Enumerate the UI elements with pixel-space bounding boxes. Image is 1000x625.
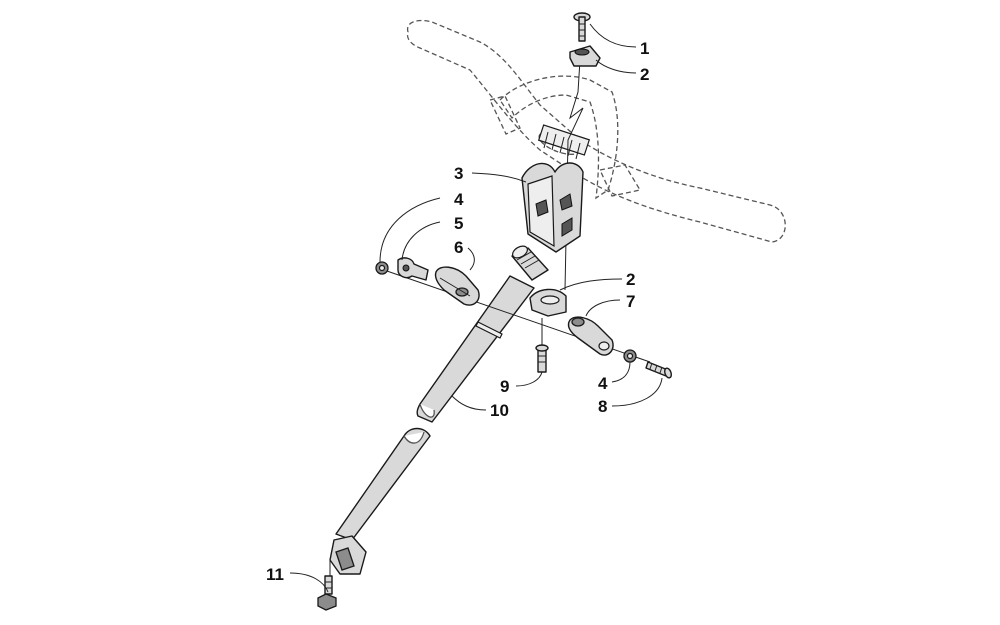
part-10-steering-post [329,245,549,575]
leader-8 [611,377,663,407]
part-5-link [397,257,429,281]
part-8-bolt [645,361,672,379]
callout-6: 6 [454,238,463,257]
callout-5: 5 [454,214,463,233]
leader-6 [467,247,475,271]
leader-10 [451,395,487,411]
callout-9: 9 [500,377,509,396]
callout-8: 8 [598,397,607,416]
part-4-nut-right [623,349,637,363]
callout-7: 7 [626,292,635,311]
part-3-bar-mount [521,162,584,253]
callout-3: 3 [454,164,463,183]
part-6-pitman-arm [434,266,480,306]
callout-2-upper: 2 [640,65,649,84]
part-4-nut-left [375,261,389,275]
callout-2-lower: 2 [626,270,635,289]
leader-7 [585,299,621,317]
leader-9 [515,371,543,387]
callout-1: 1 [640,39,649,58]
handlebar-knurl [537,124,591,160]
leader-lines [289,23,663,593]
leader-2b [559,278,623,291]
part-2-upper-clamp [569,45,601,67]
callout-10: 10 [490,401,509,420]
leader-5 [401,221,441,261]
leader-4b [611,361,631,383]
callouts: 1 2 3 4 5 6 2 7 9 4 10 8 11 [266,39,649,584]
part-1-bolt [573,12,591,42]
leader-3 [471,172,527,183]
leader-2a [595,59,637,74]
part-7-steering-arm [567,316,614,356]
leader-11 [289,572,329,593]
part-2-lower-clamp [529,288,567,317]
part-11-bolt [317,560,337,611]
callout-4-left: 4 [454,190,464,209]
leader-4a [379,197,441,263]
leader-1 [589,23,637,48]
callout-4-right: 4 [598,374,608,393]
callout-11: 11 [266,565,284,584]
